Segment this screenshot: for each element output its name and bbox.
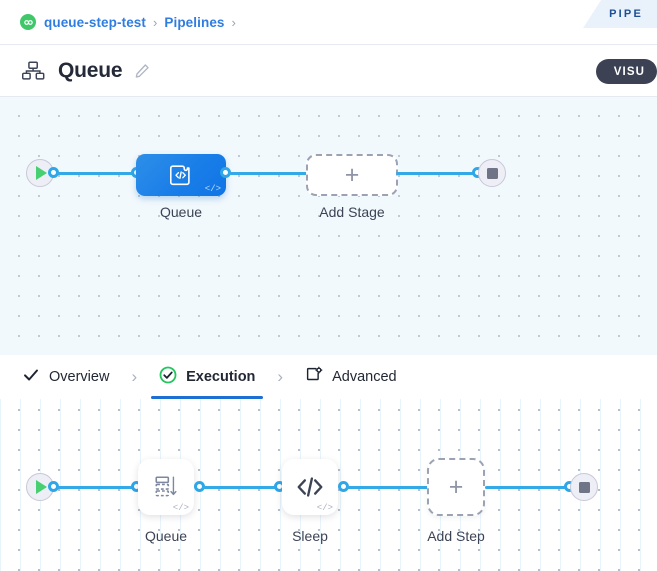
step-queue-badge: </> [172, 503, 189, 513]
step-edge-2 [202, 486, 277, 489]
check-circle-icon [159, 366, 177, 389]
add-step-button[interactable]: + [427, 458, 485, 516]
step-node-queue[interactable]: </> [138, 459, 194, 515]
step-edge-3 [346, 486, 428, 489]
project-loop-icon [20, 14, 36, 30]
step-edge-4 [485, 486, 568, 489]
step-edge-1 [57, 486, 134, 489]
add-stage-button[interactable]: + [306, 154, 398, 196]
pipeline-hierarchy-icon [22, 60, 46, 82]
tab-overview[interactable]: Overview [22, 355, 109, 399]
stage-edge-1 [57, 172, 139, 175]
breadcrumb-item-project[interactable]: queue-step-test [44, 14, 147, 30]
pipeline-tabs: Overview › Execution › Advanced [0, 355, 657, 399]
tab-overview-label: Overview [49, 369, 110, 385]
stage-end-node[interactable] [478, 159, 506, 187]
pencil-icon[interactable] [134, 63, 150, 79]
page-title: Queue [58, 58, 123, 82]
tab-separator-2: › [277, 367, 284, 386]
plus-icon: + [448, 472, 464, 501]
breadcrumb: queue-step-test › Pipelines › [0, 0, 657, 45]
end-stop-icon [578, 481, 590, 493]
stage-node-queue-label: Queue [159, 204, 203, 220]
step-node-sleep[interactable]: </> [282, 459, 338, 515]
stage-canvas[interactable]: </> + Queue Add Stage [0, 97, 657, 355]
step-node-sleep-label: Sleep [292, 528, 328, 544]
stage-edge-3 [396, 172, 476, 175]
start-play-icon [36, 166, 47, 180]
tab-advanced[interactable]: Advanced [305, 355, 397, 399]
config-gear-icon [305, 366, 323, 389]
plus-icon: + [344, 160, 360, 189]
end-stop-icon [486, 167, 498, 179]
tab-advanced-label: Advanced [332, 369, 397, 385]
stage-edge-2 [228, 172, 308, 175]
visual-mode-button[interactable]: VISU [595, 59, 657, 84]
breadcrumb-separator-trailing: › [231, 14, 236, 30]
step-node-queue-label: Queue [144, 528, 188, 544]
tab-execution[interactable]: Execution [151, 355, 264, 399]
step-end-node[interactable] [570, 473, 598, 501]
breadcrumb-item-pipelines[interactable]: Pipelines [164, 14, 225, 30]
add-step-label: Add Step [427, 528, 485, 544]
step-start-node[interactable] [26, 473, 54, 501]
stage-queue-badge: </> [204, 184, 221, 194]
page-header: Queue [0, 45, 657, 97]
breadcrumb-separator: › [153, 14, 158, 30]
start-play-icon [36, 480, 47, 494]
stage-start-node[interactable] [26, 159, 54, 187]
tab-separator-1: › [131, 367, 138, 386]
add-stage-label: Add Stage [319, 204, 385, 220]
check-icon [22, 366, 40, 389]
stage-node-queue[interactable]: </> [136, 154, 226, 196]
step-canvas[interactable]: </> </> + Queue Sleep Add Step [0, 399, 657, 571]
step-sleep-badge: </> [316, 503, 333, 513]
tab-execution-label: Execution [186, 369, 256, 385]
